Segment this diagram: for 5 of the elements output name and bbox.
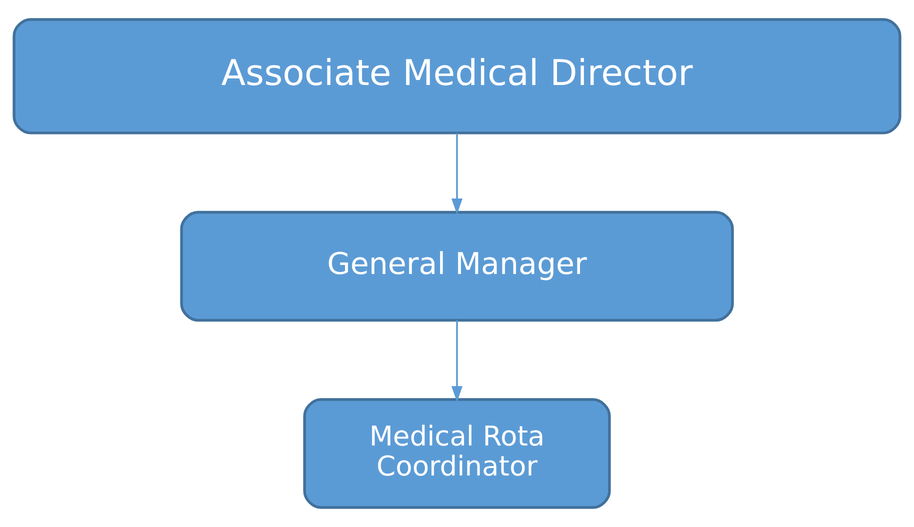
node-box: General Manager <box>180 210 734 322</box>
node-box: Associate Medical Director <box>12 18 902 134</box>
arrow <box>451 320 463 402</box>
arrow <box>451 133 463 214</box>
node-box: Medical Rota Coordinator <box>303 398 611 509</box>
